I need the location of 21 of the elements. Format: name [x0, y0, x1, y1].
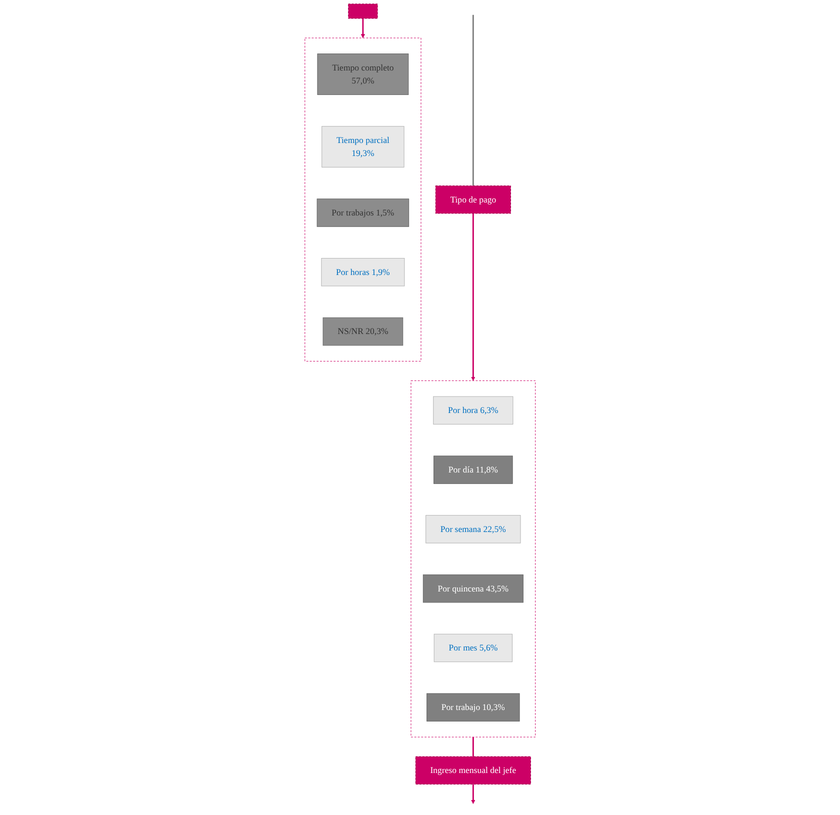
node-box: Por trabajo 10,3%	[426, 693, 520, 722]
node-box	[348, 4, 378, 19]
node-box: Tipo de pago	[435, 186, 511, 214]
node-box: Tiempo completo 57,0%	[317, 54, 409, 95]
node-box: Por trabajos 1,5%	[316, 198, 409, 227]
node-box: NS/NR 20,3%	[322, 317, 403, 346]
node-box: Ingreso mensual del jefe	[415, 756, 531, 785]
node-box: Por semana 22,5%	[425, 515, 521, 544]
node-box: Por quincena 43,5%	[422, 574, 524, 603]
connector	[472, 737, 474, 757]
connector	[472, 14, 474, 186]
node-box: Por mes 5,6%	[434, 634, 512, 662]
node-box: Por día 11,8%	[433, 456, 513, 484]
arrow	[360, 18, 365, 38]
arrow	[470, 214, 476, 381]
arrow	[470, 784, 476, 804]
cluster	[410, 380, 536, 738]
node-box: Por horas 1,9%	[321, 258, 405, 286]
node-box: Por hora 6,3%	[433, 396, 514, 425]
node-box: Tiempo parcial 19,3%	[321, 126, 404, 168]
cluster	[304, 38, 422, 362]
